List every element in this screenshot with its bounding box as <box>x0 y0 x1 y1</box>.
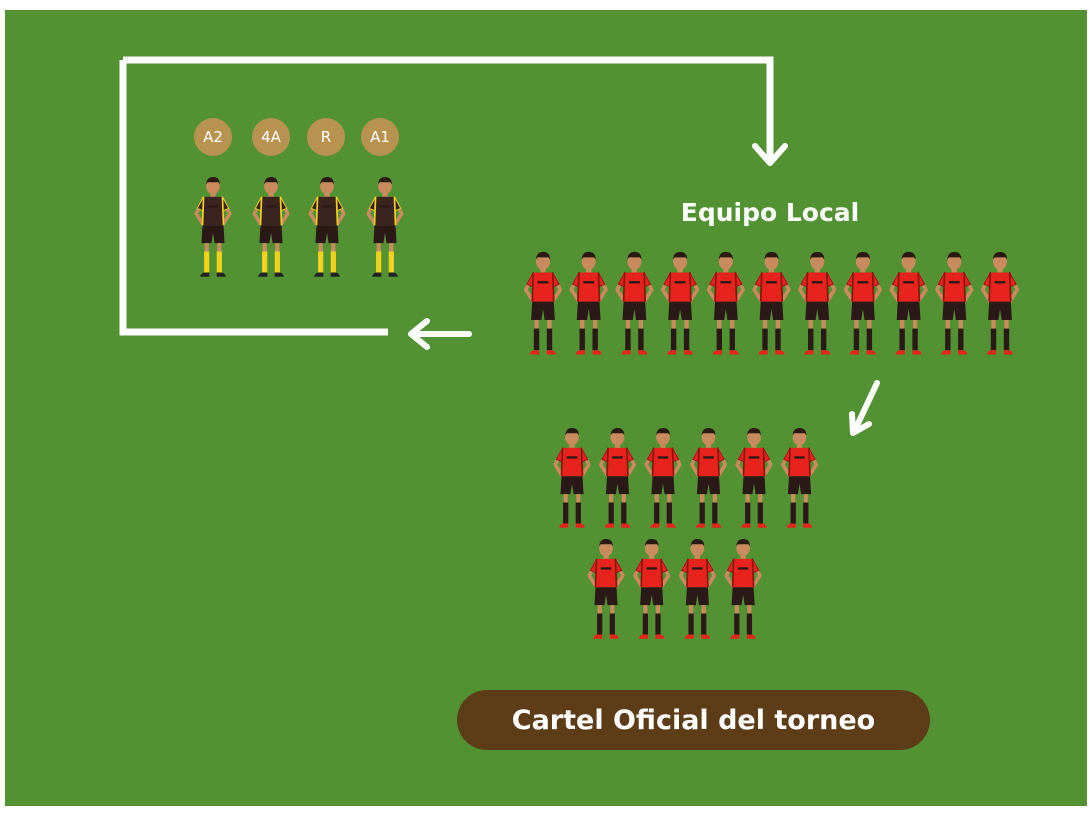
official-poster-label: Cartel Oficial del torneo <box>511 704 876 736</box>
substitute-figure <box>598 427 637 528</box>
referee-figure <box>194 176 232 277</box>
player-figure <box>798 251 837 355</box>
player-figure <box>889 251 928 355</box>
substitute-figure <box>735 427 773 528</box>
substitute-figure <box>678 538 716 639</box>
referee-figure <box>366 176 404 277</box>
substitute-figure <box>633 538 671 639</box>
substitute-figure <box>689 427 728 528</box>
left-arrow-head <box>408 318 430 350</box>
substitute-players-group <box>553 427 819 639</box>
substitute-figure <box>724 538 762 639</box>
starting-players-group <box>523 251 1020 355</box>
player-figure <box>660 251 700 355</box>
player-figure <box>523 251 563 355</box>
player-figure <box>752 251 791 355</box>
substitute-figure <box>553 427 591 528</box>
official-badge-a2: A2 <box>194 118 232 156</box>
diagonal-arrow-head <box>849 411 872 436</box>
official-badge-r: R <box>307 118 345 156</box>
official-badge-4a: 4A <box>252 118 290 156</box>
officials-group <box>194 176 404 277</box>
left-loop-line <box>119 60 388 336</box>
official-poster-button[interactable]: Cartel Oficial del torneo <box>457 690 930 750</box>
player-figure <box>935 251 974 355</box>
substitute-figure <box>644 427 682 528</box>
substitute-figure <box>587 538 625 639</box>
player-figure <box>569 251 608 355</box>
down-arrow-head <box>752 143 788 166</box>
player-figure <box>843 251 883 355</box>
official-badge-a1: A1 <box>361 118 399 156</box>
soccer-field <box>5 10 1087 806</box>
player-figure <box>980 251 1020 355</box>
diagonal-arrow-shaft <box>851 380 880 435</box>
player-figure <box>706 251 745 355</box>
team-title: Equipo Local <box>680 198 860 227</box>
referee-figure <box>308 176 346 277</box>
substitute-figure <box>780 427 819 528</box>
referee-figure <box>252 176 290 277</box>
player-figure <box>615 251 654 355</box>
flow-loop-line <box>123 56 774 162</box>
